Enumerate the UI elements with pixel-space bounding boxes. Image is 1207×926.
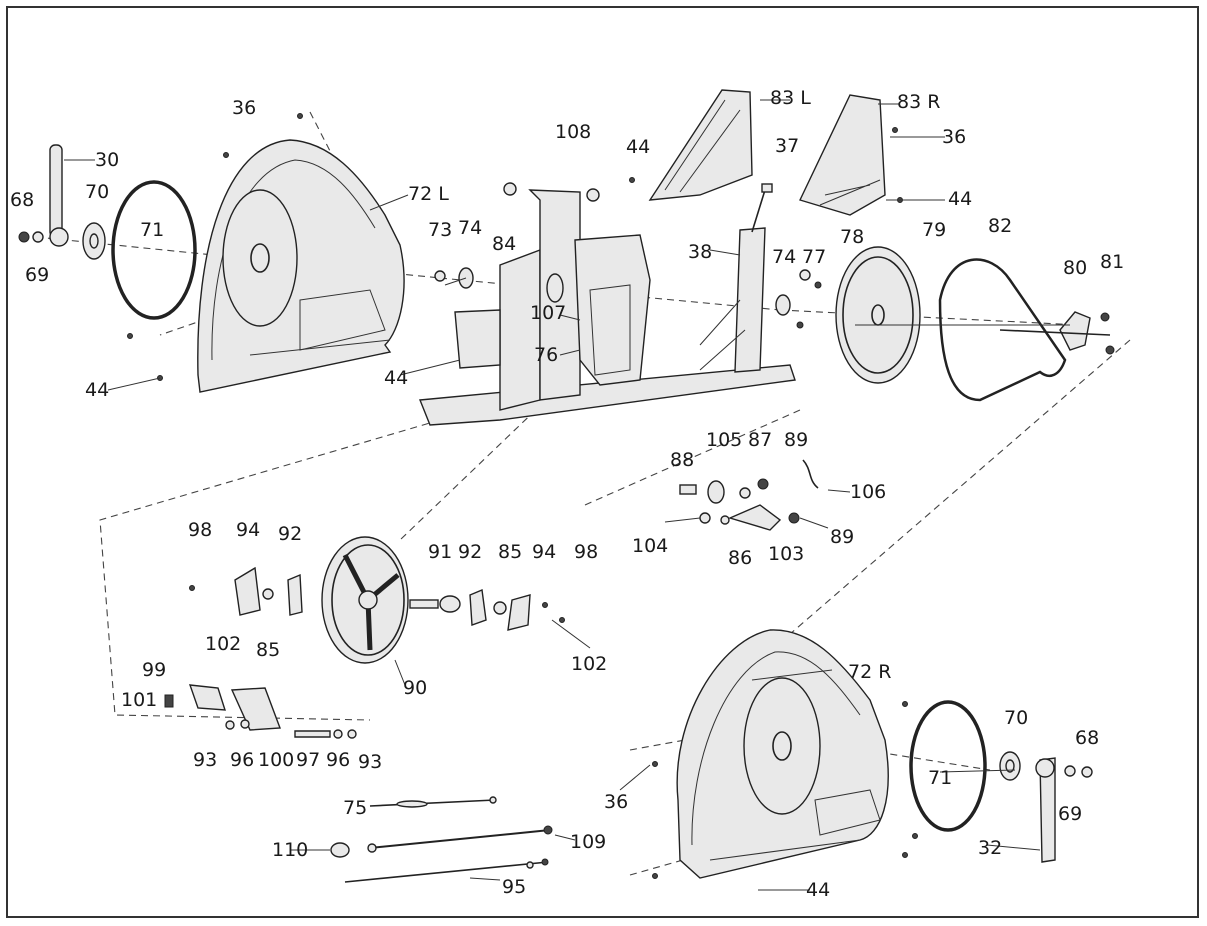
lower-left-parts	[164, 684, 357, 739]
part-label-104: 104	[632, 535, 669, 557]
part-label-85: 85	[256, 639, 281, 661]
part-label-68: 68	[10, 189, 35, 211]
part-label-101: 101	[121, 689, 158, 711]
part-label-36: 36	[232, 97, 257, 119]
part-label-86: 86	[728, 547, 753, 569]
part-label-103: 103	[768, 543, 805, 565]
part-label-93: 93	[193, 749, 218, 771]
part-label-70: 70	[1004, 707, 1029, 729]
part-label-44: 44	[626, 136, 651, 158]
part-label-75: 75	[343, 797, 368, 819]
part-label-107: 107	[530, 302, 567, 324]
part-label-44: 44	[806, 879, 831, 901]
part-label-32: 32	[978, 837, 1003, 859]
part-label-83R: 83 R	[897, 91, 941, 113]
part-label-68: 68	[1075, 727, 1100, 749]
right-cover-72R	[652, 629, 1093, 879]
part-label-37: 37	[775, 135, 800, 157]
part-label-102: 102	[205, 633, 242, 655]
left-crank-assembly	[18, 144, 197, 320]
part-label-79: 79	[922, 219, 947, 241]
part-label-90: 90	[403, 677, 428, 699]
part-label-80: 80	[1063, 257, 1088, 279]
part-label-70: 70	[85, 181, 110, 203]
part-label-71: 71	[140, 219, 165, 241]
part-label-94: 94	[532, 541, 557, 563]
part-label-84: 84	[492, 233, 517, 255]
post-38	[699, 183, 811, 373]
part-label-30: 30	[95, 149, 120, 171]
diagram-frame	[6, 6, 1199, 918]
part-label-78: 78	[840, 226, 865, 248]
part-label-82: 82	[988, 215, 1013, 237]
part-label-97: 97	[296, 749, 321, 771]
part-label-92: 92	[278, 523, 303, 545]
part-label-44: 44	[85, 379, 110, 401]
part-label-72R: 72 R	[848, 661, 892, 683]
part-label-100: 100	[258, 749, 295, 771]
part-label-87: 87	[748, 429, 773, 451]
part-label-94: 94	[236, 519, 261, 541]
left-cover-72L	[127, 113, 405, 393]
part-label-88: 88	[670, 449, 695, 471]
pulley-79	[796, 246, 1115, 402]
part-label-44: 44	[948, 188, 973, 210]
part-label-106: 106	[850, 481, 887, 503]
main-frame	[419, 182, 796, 426]
top-covers-83	[629, 89, 903, 216]
part-label-72L: 72 L	[408, 183, 449, 205]
part-label-98: 98	[574, 541, 599, 563]
part-label-73: 73	[428, 219, 453, 241]
wheel-90	[189, 536, 565, 664]
part-label-89: 89	[784, 429, 809, 451]
rods-and-cables	[330, 796, 553, 883]
part-label-85: 85	[498, 541, 523, 563]
part-label-91: 91	[428, 541, 453, 563]
part-label-98: 98	[188, 519, 213, 541]
part-label-93: 93	[358, 751, 383, 773]
part-label-76: 76	[534, 344, 559, 366]
part-label-81: 81	[1100, 251, 1125, 273]
part-label-36: 36	[604, 791, 629, 813]
part-label-89: 89	[830, 526, 855, 548]
tension-assembly	[679, 459, 819, 531]
part-label-102: 102	[571, 653, 608, 675]
part-label-95: 95	[502, 876, 527, 898]
part-label-71: 71	[928, 767, 953, 789]
part-label-108: 108	[555, 121, 592, 143]
part-label-105: 105	[706, 429, 743, 451]
part-label-77: 77	[802, 246, 827, 268]
part-label-74: 74	[458, 217, 483, 239]
part-label-38: 38	[688, 241, 713, 263]
part-label-96: 96	[326, 749, 351, 771]
part-label-99: 99	[142, 659, 167, 681]
part-label-110: 110	[272, 839, 309, 861]
part-label-36: 36	[942, 126, 967, 148]
part-label-74: 74	[772, 246, 797, 268]
part-label-109: 109	[570, 831, 607, 853]
part-label-96: 96	[230, 749, 255, 771]
part-label-83L: 83 L	[770, 87, 811, 109]
leader-lines	[64, 99, 1070, 891]
part-label-69: 69	[1058, 803, 1083, 825]
part-label-69: 69	[25, 264, 50, 286]
part-label-44: 44	[384, 367, 409, 389]
part-label-92: 92	[458, 541, 483, 563]
